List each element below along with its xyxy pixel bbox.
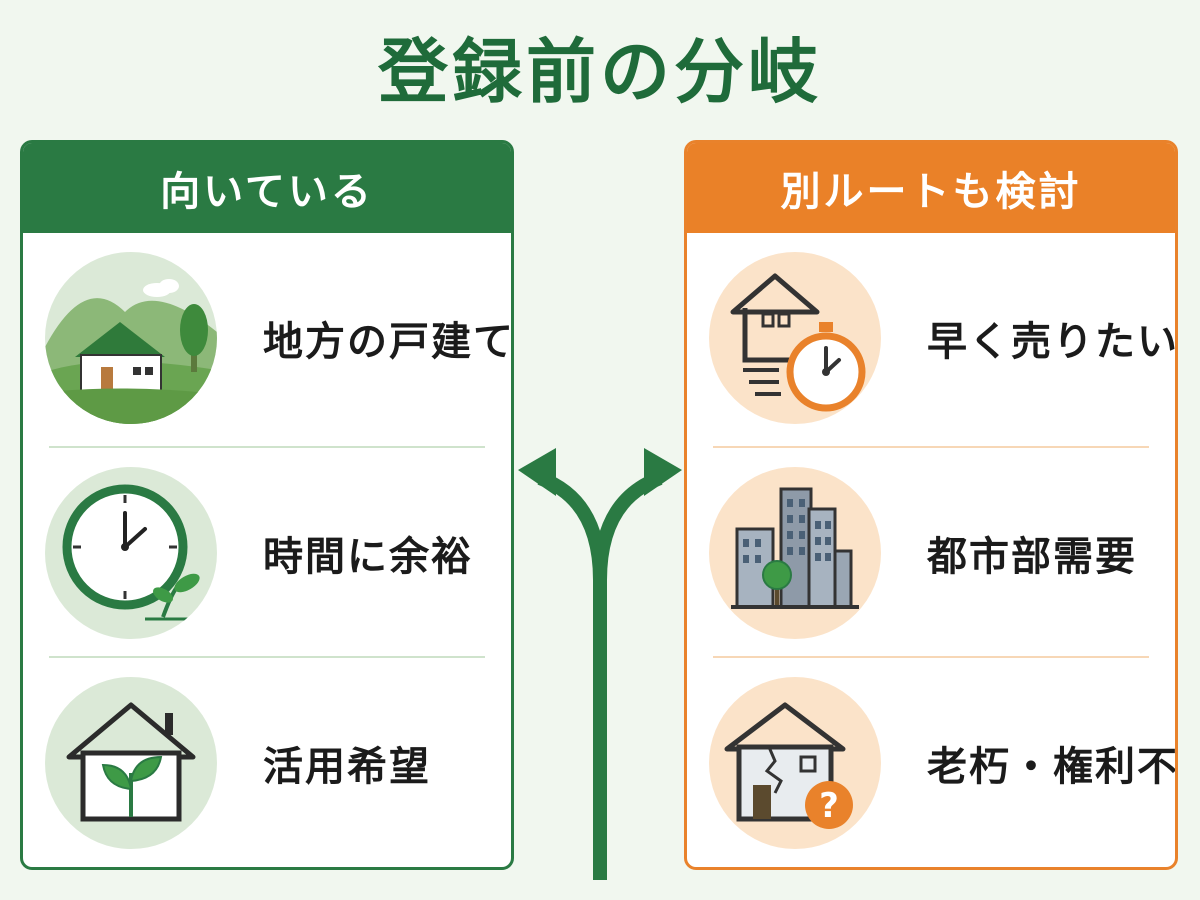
- divider: [713, 446, 1149, 448]
- list-item: 地方の戸建て: [23, 233, 511, 443]
- consider-alternatives-panel-header: 別ルートも検討: [687, 143, 1175, 233]
- list-item: 早く売りたい: [687, 233, 1175, 443]
- divider: [49, 656, 485, 658]
- list-item: 都市部需要: [687, 448, 1175, 658]
- countryside-house-icon: [45, 252, 217, 424]
- consider-alternatives-panel: 別ルートも検討 早く売りたい: [684, 140, 1178, 870]
- svg-text:?: ?: [819, 786, 839, 826]
- clock-sprout-icon: [45, 467, 217, 639]
- page-title: 登録前の分岐: [378, 31, 822, 113]
- item-label: 時間に余裕: [263, 534, 473, 580]
- suitable-panel: 向いている 地方の戸建て: [20, 140, 514, 870]
- house-plant-icon: [45, 677, 217, 849]
- cracked-house-question-icon: ?: [709, 677, 881, 849]
- item-label: 都市部需要: [927, 534, 1137, 580]
- list-item: 活用希望: [23, 658, 511, 867]
- item-label: 活用希望: [263, 744, 431, 790]
- house-stopwatch-icon: [709, 252, 881, 424]
- list-item: ? 老朽・権利不明: [687, 658, 1178, 867]
- suitable-panel-header: 向いている: [23, 143, 511, 233]
- city-buildings-icon: [709, 467, 881, 639]
- divider: [49, 446, 485, 448]
- item-label: 老朽・権利不明: [927, 744, 1178, 790]
- fork-arrow-icon: [518, 448, 682, 880]
- divider: [713, 656, 1149, 658]
- item-label: 地方の戸建て: [263, 319, 514, 365]
- item-label: 早く売りたい: [927, 319, 1178, 365]
- list-item: 時間に余裕: [23, 448, 511, 658]
